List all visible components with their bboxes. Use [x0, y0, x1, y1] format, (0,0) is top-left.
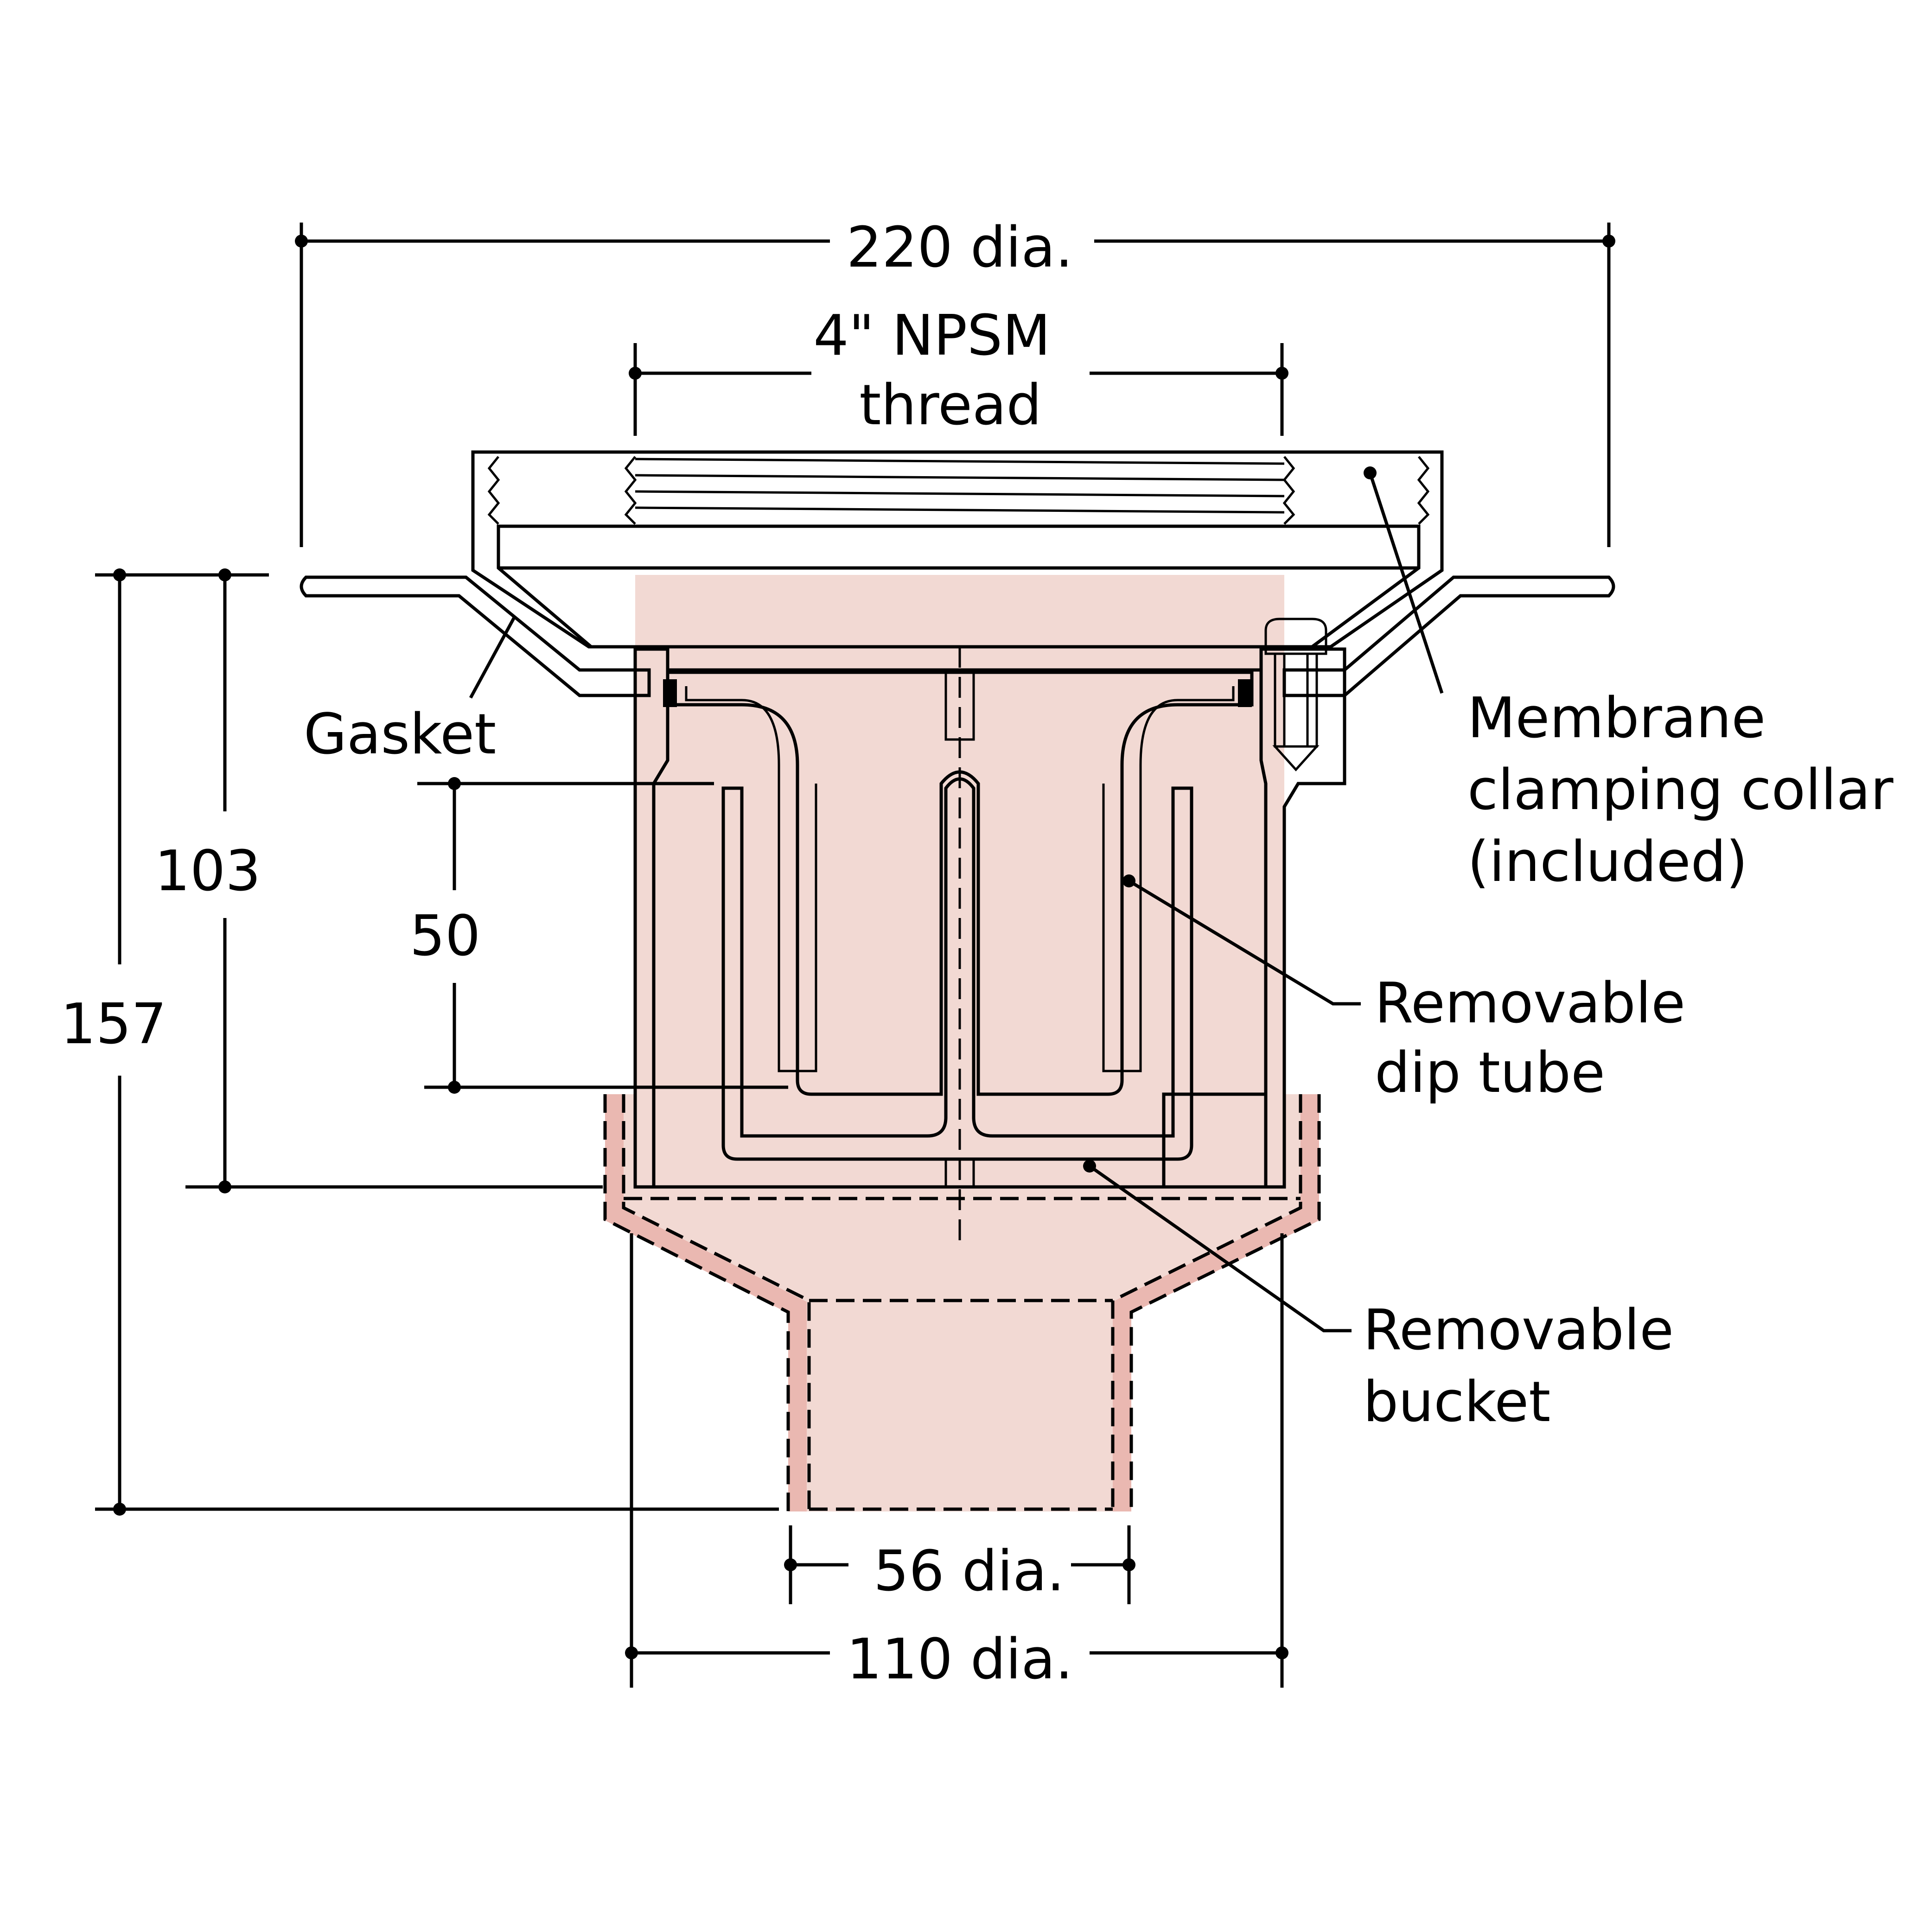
- collar-label-line1: Membrane: [1467, 686, 1766, 751]
- clamping-bolt: [1264, 618, 1327, 772]
- dim-thread-line1: 4" NPSM: [813, 304, 1051, 368]
- dim-thread-line2: thread: [859, 373, 1041, 438]
- bucket-label-line1: Removable: [1363, 1298, 1674, 1363]
- dim-body-diameter: 110 dia.: [847, 1627, 1073, 1692]
- gasket-label: Gasket: [304, 702, 496, 767]
- collar-label-line2: clamping collar: [1467, 758, 1894, 823]
- dimension-56: 56 dia.: [784, 1525, 1135, 1604]
- dim-overall-diameter: 220 dia.: [847, 216, 1073, 280]
- dip-tube: [663, 669, 1254, 1188]
- thread-lines: [487, 456, 1430, 525]
- label-gasket: Gasket: [304, 616, 516, 767]
- collar-label-line3: (included): [1467, 830, 1748, 894]
- dip-label-line2: dip tube: [1375, 1041, 1605, 1105]
- label-collar: Membrane clamping collar (included): [1364, 466, 1894, 894]
- dimension-103: 103: [154, 568, 603, 1193]
- dimension-50: 50: [410, 777, 788, 1094]
- bucket-label-line2: bucket: [1363, 1370, 1550, 1435]
- label-dip-tube: Removable dip tube: [1122, 874, 1685, 1105]
- dip-label-line1: Removable: [1375, 971, 1685, 1036]
- label-bucket: Removable bucket: [1083, 1160, 1674, 1435]
- dimension-220: 220 dia.: [295, 216, 1615, 547]
- dim-outlet-diameter: 56 dia.: [874, 1539, 1065, 1604]
- dim-height-total: 157: [60, 992, 166, 1057]
- dimension-thread: 4" NPSM thread: [629, 304, 1288, 438]
- dim-height-dip: 50: [410, 904, 481, 969]
- dim-height-body: 103: [154, 839, 261, 904]
- dimension-157: 157: [60, 568, 779, 1516]
- dimension-110: 110 dia.: [625, 1233, 1288, 1692]
